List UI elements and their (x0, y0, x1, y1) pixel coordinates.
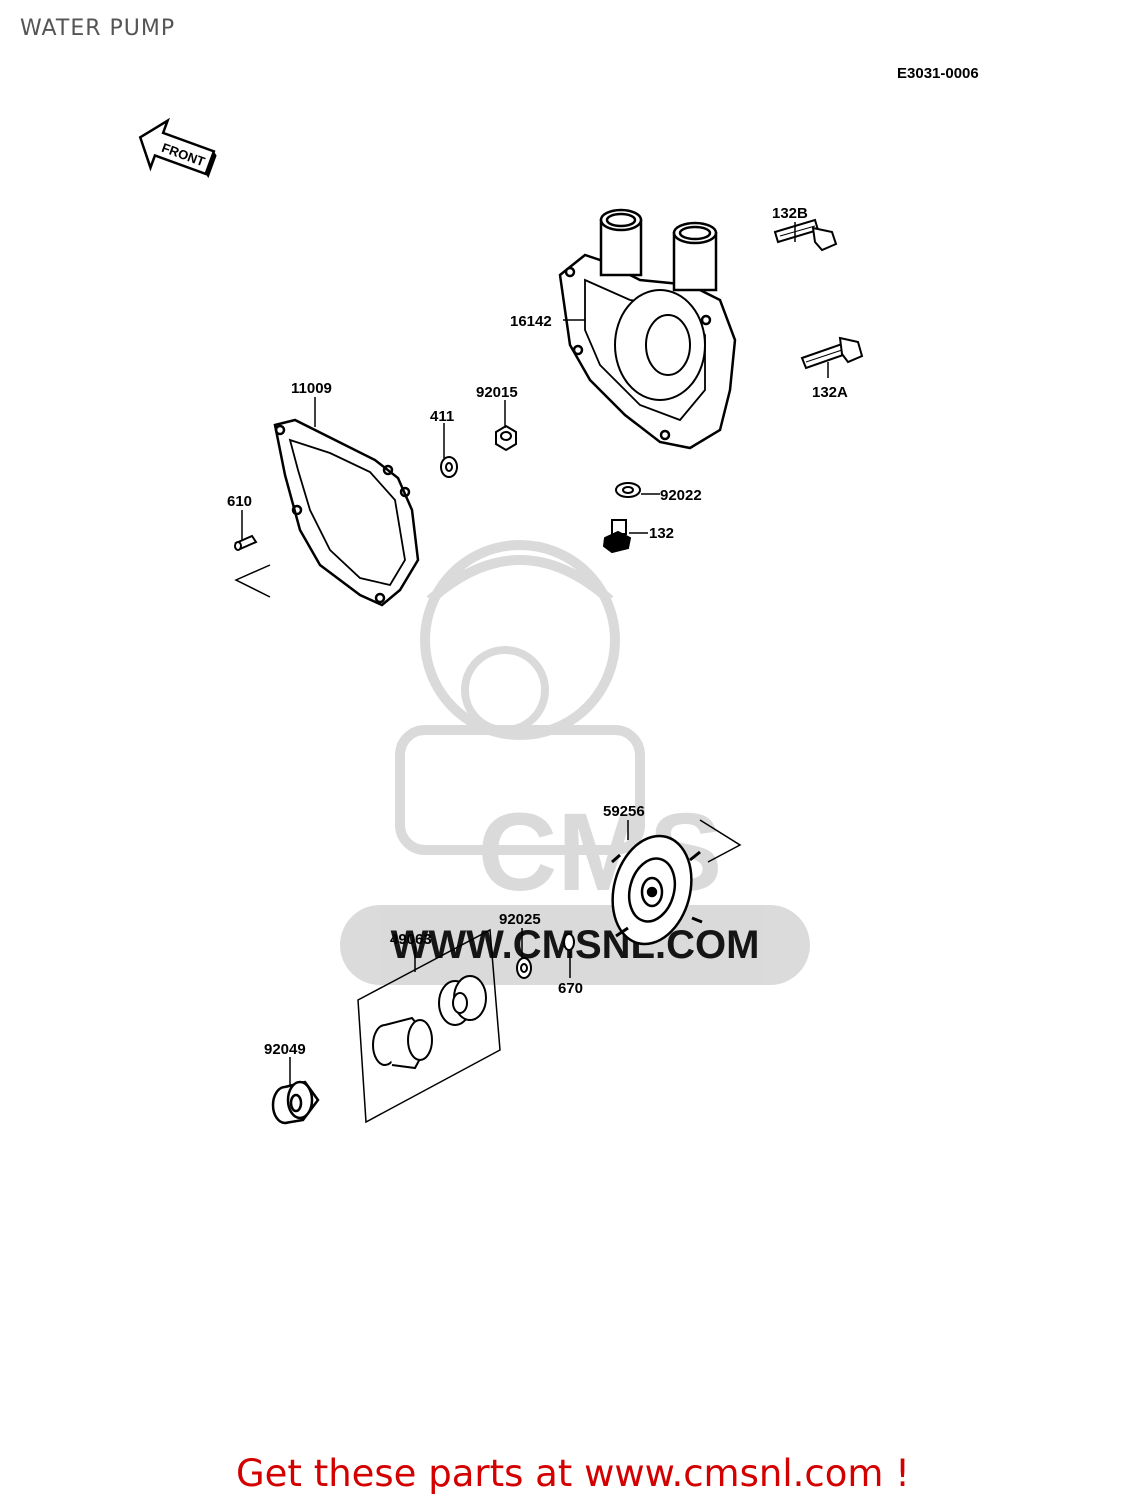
washer-92025 (516, 957, 532, 979)
part-label: 92049 (264, 1041, 306, 1058)
part-label: 16142 (510, 313, 552, 330)
part-label: 610 (227, 493, 252, 510)
mechanical-seal-49063 (357, 928, 501, 1124)
bolt-132a (800, 336, 864, 370)
bolt-132b (773, 218, 838, 252)
pump-cover-16142 (558, 208, 737, 450)
page-title: WATER PUMP (20, 16, 176, 41)
bearing-92049 (271, 1080, 320, 1125)
gasket-11009 (273, 418, 420, 607)
dowel-pin-610 (234, 534, 258, 551)
impeller-59256 (611, 834, 703, 946)
part-label: 132 (649, 525, 674, 542)
part-label: 92015 (476, 384, 518, 401)
part-label: 92022 (660, 487, 702, 504)
cms-watermark-logo: CMS (340, 540, 810, 985)
diagram-code: E3031-0006 (897, 65, 979, 82)
part-label: 670 (558, 980, 583, 997)
part-labels: 132B 16142 132A 11009 411 92015 610 9202… (227, 205, 848, 1058)
part-label: 132B (772, 205, 808, 222)
part-label: 11009 (291, 380, 332, 397)
part-label: 411 (430, 408, 454, 425)
ring-670 (563, 933, 575, 951)
part-label: 59256 (603, 803, 645, 820)
washer-92022 (615, 482, 641, 498)
bolt-132 (602, 519, 632, 554)
nut-92015 (495, 424, 517, 452)
part-label: 49063 (390, 931, 432, 948)
footer-link[interactable]: Get these parts at www.cmsnl.com ! (235, 1452, 910, 1495)
front-arrow-icon: FRONT (138, 117, 217, 179)
part-label: 92025 (499, 911, 541, 928)
washer-411 (440, 456, 458, 478)
watermark-site-text: WWW.CMSNL.COM (391, 923, 760, 967)
part-label: 132A (812, 384, 848, 401)
leader-lines (241, 222, 829, 1087)
